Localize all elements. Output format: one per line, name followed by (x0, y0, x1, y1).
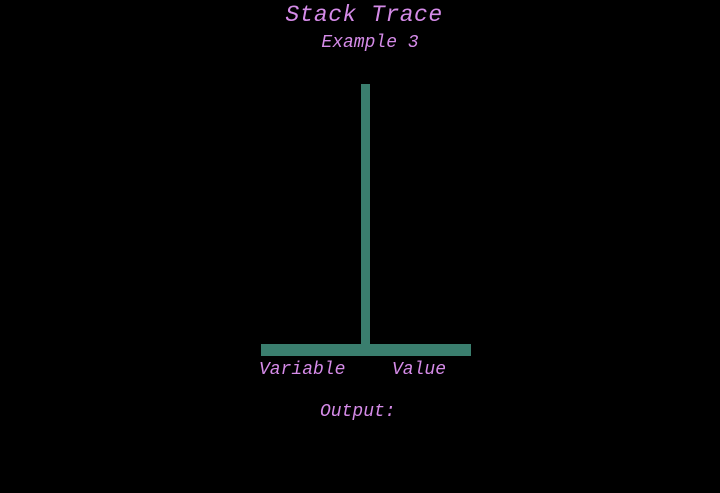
output-label: Output: (320, 402, 396, 422)
value-column-header: Value (392, 360, 447, 380)
variable-column-header: Variable (259, 360, 346, 380)
stack-divider-horizontal (261, 344, 471, 356)
stack-divider-vertical (361, 84, 370, 350)
page-title: Stack Trace (285, 2, 443, 28)
page-subtitle: Example 3 (321, 33, 419, 53)
